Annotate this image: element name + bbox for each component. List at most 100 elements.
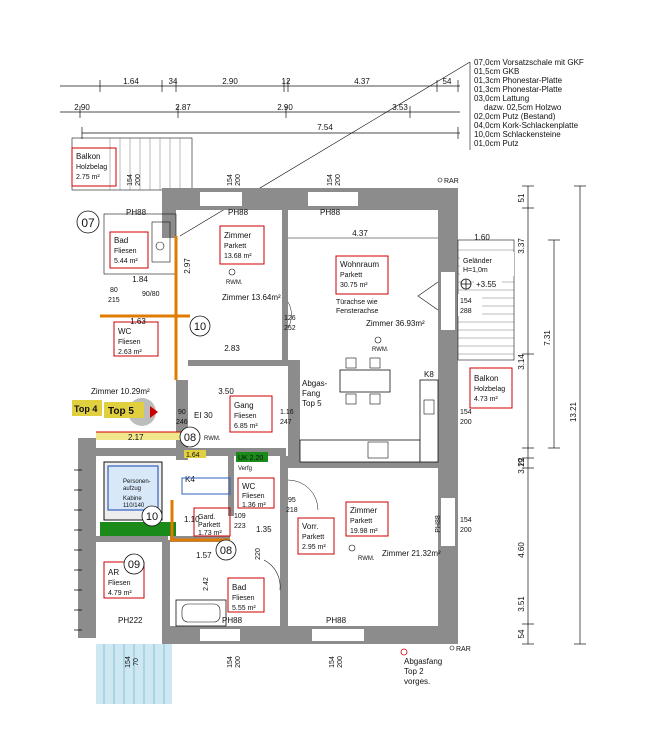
dim-label: 12 (282, 77, 291, 86)
dim-label: 54 (517, 629, 526, 638)
dim-label: 200 (235, 656, 242, 668)
dim-label: 4.37 (352, 229, 368, 238)
dim-label: 13.21 (569, 401, 578, 422)
dim-label: 34 (169, 77, 178, 86)
uk-label: UK 2.20 (238, 455, 263, 462)
room-area: 5.44 m² (114, 258, 138, 265)
dim-label: 80 (110, 287, 118, 294)
legend-line: 07,0cm Vorsatzschale mit GKF (474, 58, 584, 67)
dim-label: 154 (127, 174, 134, 186)
dim-label: 1.16 (280, 409, 294, 416)
room-name: Wohnraum (340, 260, 379, 269)
dim-label: 154 (460, 517, 472, 524)
dim-label: 200 (337, 656, 344, 668)
room-name: Bad (232, 583, 246, 592)
room-number: 08 (220, 545, 232, 557)
abgas-label: Abgas- (302, 379, 328, 388)
room-floor: Parkett (350, 518, 372, 525)
room-area: 2.63 m² (118, 349, 142, 356)
dim-label: 2.90 (277, 103, 293, 112)
balcony-right: Geländer H=1,0m 1.60 +3.55 154 288 Balko… (457, 233, 515, 426)
room-name: Zimmer (224, 231, 251, 240)
railing-label: Geländer (463, 258, 492, 265)
dim-label: 1.57 (196, 551, 212, 560)
legend-line: 01,5cm GKB (474, 67, 519, 76)
level-label: +3.55 (476, 280, 497, 289)
elevator-label: Personen- (123, 479, 151, 485)
room-floor: Holzbelag (474, 386, 505, 393)
k-label: K8 (424, 370, 434, 379)
ph-label: PH88 (228, 208, 249, 217)
zimmer-area-grey: Zimmer 36.93m² (366, 319, 425, 328)
fire-rating: EI 30 (194, 411, 213, 420)
dim-label: 200 (135, 174, 142, 186)
room-area: 4.73 m² (474, 396, 498, 403)
dim-label: 247 (280, 419, 292, 426)
ph-label: PH88 (126, 208, 147, 217)
dim-label: 1.64 (186, 452, 200, 459)
elevator-label: Kabine (123, 496, 142, 502)
rwm-label: RWM. (226, 280, 243, 286)
railing-label: H=1,0m (463, 267, 488, 274)
dim-label: 200 (235, 174, 242, 186)
legend-line: 03,0cm Lattung (474, 94, 529, 103)
dim-label: 2.17 (128, 433, 144, 442)
room-area: 1.73 m² (198, 530, 222, 537)
legend-line: 10,0cm Schlackensteine (474, 130, 561, 139)
room-bad-2: Bad Fliesen 5.55 m² PH88 PH222 (118, 559, 281, 627)
legend-line: 01,0cm Putz (474, 139, 518, 148)
room-number: 08 (184, 432, 196, 444)
dim-label: 220 (255, 548, 262, 560)
room-area: 30.75 m² (340, 282, 368, 289)
elevator-label: aufzug (123, 486, 141, 492)
dim-label: 22 (517, 457, 526, 466)
dim-label: 218 (286, 507, 298, 514)
ph-label: PH88 (320, 208, 341, 217)
room-name: Vorr. (302, 522, 318, 531)
top4-label: Top 4 (74, 404, 97, 414)
dim-label: 51 (517, 193, 526, 202)
dim-label: 3.51 (517, 596, 526, 612)
room-floor: Parkett (302, 534, 324, 541)
dim-label: 154 (227, 174, 234, 186)
zimmer-area-grey: Zimmer 21.32m² (382, 549, 441, 558)
dim-label: 288 (460, 308, 472, 315)
room-number: 07 (81, 216, 95, 230)
abgas-label: Top 5 (302, 399, 322, 408)
dim-label: 3.14 (517, 354, 526, 370)
room-area: 5.55 m² (232, 605, 256, 612)
left-rooms: Bad Fliesen 5.44 m² WC Fliesen 2.63 m² T… (72, 213, 190, 704)
room-floor: Parkett (224, 243, 246, 250)
room-floor: Fliesen (242, 493, 265, 500)
room-zimmer-1: Zimmer Parkett 13.68 m² Zimmer 13.64m² R… (189, 208, 281, 353)
dim-label: 4.60 (517, 542, 526, 558)
dim-label: 1.64 (123, 77, 139, 86)
room-floor: Parkett (340, 272, 362, 279)
dim-label: 1.35 (256, 525, 272, 534)
dim-label: 154 (125, 656, 132, 668)
verfg-label: Verfg (238, 466, 252, 472)
room-floor: Fliesen (114, 248, 137, 255)
dim-label: 3.50 (218, 387, 234, 396)
legend-line: 04,0cm Kork-Schlackenplatte (474, 121, 579, 130)
room-floor: Fliesen (234, 413, 257, 420)
room-name: WC (118, 327, 132, 336)
right-dimensions: 51 3.37 3.14 22 3.19 4.60 3.51 54 7.31 1… (517, 185, 586, 645)
dim-label: 154 (329, 656, 336, 668)
dim-label: 252 (284, 325, 296, 332)
room-number: 10 (194, 321, 206, 333)
dim-label: 215 (108, 297, 120, 304)
abgasfang-label: vorges. (404, 677, 430, 686)
room-name: AR (108, 568, 119, 577)
room-area: 19.98 m² (350, 528, 378, 535)
dim-label: 154 (227, 656, 234, 668)
room-area: 1.36 m² (242, 502, 266, 509)
dim-label: 3.19 (517, 458, 526, 474)
room-name: WC (242, 482, 256, 491)
abgasfang-label: Top 2 (404, 667, 424, 676)
dim-label: 200 (460, 527, 472, 534)
room-gang: 3.50 Gang Fliesen 6.85 m² EI 30 08 RWM. … (128, 387, 294, 472)
note-label: Fensterachse (336, 308, 379, 315)
dim-label: 1.84 (132, 275, 148, 284)
dim-label: 90/80 (142, 291, 160, 298)
